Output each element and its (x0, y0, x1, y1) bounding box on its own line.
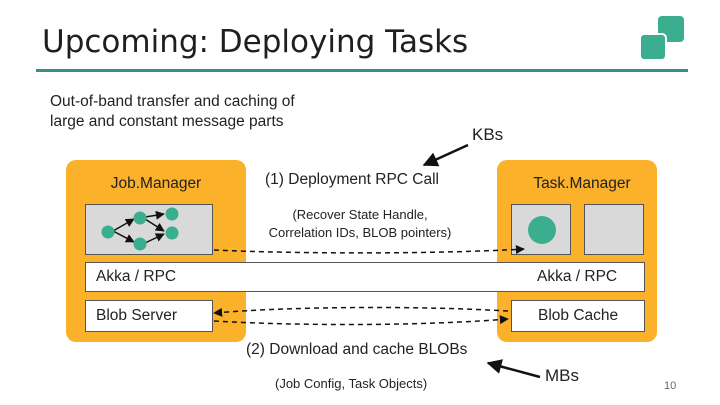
download-note: (Job Config, Task Objects) (275, 376, 428, 391)
subtitle-line-1: Out-of-band transfer and caching of (50, 93, 295, 110)
slide-title: Upcoming: Deploying Tasks (42, 24, 469, 60)
download-label: (2) Download and cache BLOBs (246, 341, 468, 358)
blob-cache-bar: Blob Cache (511, 300, 645, 332)
akka-rpc-label-left: Akka / RPC (96, 268, 177, 285)
title-underline (36, 69, 688, 72)
task-slot-1 (511, 204, 571, 255)
logo-square-top (658, 16, 684, 42)
mbs-pointer-arrow (486, 359, 541, 379)
mbs-label: MBs (545, 366, 579, 385)
akka-rpc-label-right: Akka / RPC (537, 268, 618, 285)
rpc-dashed-arrow (213, 244, 525, 254)
blob-server-bar: Blob Server (85, 300, 213, 332)
task-slot-2 (584, 204, 644, 255)
rpc-note-line-2: Correlation IDs, BLOB pointers) (268, 225, 452, 240)
rpc-note-line-1: (Recover State Handle, (292, 207, 428, 222)
blob-request-arrow (213, 306, 509, 317)
jobmanager-label: Job.Manager (110, 175, 202, 192)
page-number: 10 (664, 380, 677, 392)
blob-cache-label: Blob Cache (538, 307, 619, 324)
subtitle: Out-of-band transfer and caching of larg… (50, 92, 295, 132)
taskmanager-label: Task.Manager (533, 175, 631, 192)
kbs-label: KBs (472, 125, 504, 144)
rpc-call-note: (Recover State Handle, Correlation IDs, … (250, 206, 470, 242)
kbs-pointer-arrow (422, 143, 469, 167)
subtitle-line-2: large and constant message parts (50, 113, 284, 130)
blob-server-label: Blob Server (96, 307, 177, 324)
akka-rpc-bar: Akka / RPC (85, 262, 645, 292)
blob-download-arrow (213, 315, 509, 326)
rpc-call-label: (1) Deployment RPC Call (265, 171, 439, 188)
job-graph-box (85, 204, 213, 255)
logo-square-bottom (639, 33, 667, 61)
